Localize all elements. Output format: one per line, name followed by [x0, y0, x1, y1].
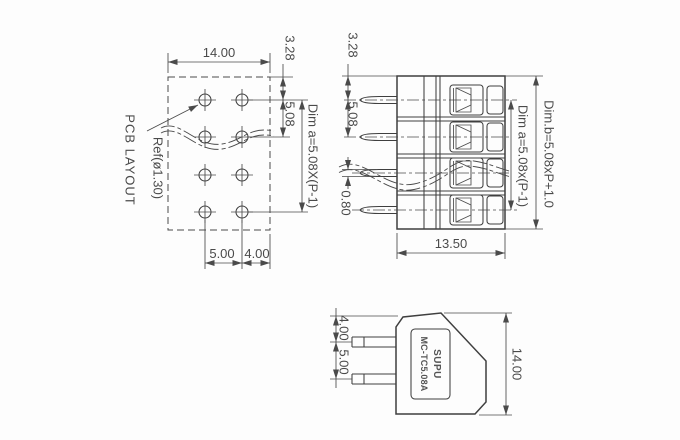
dim-pcb-right: 3.28 5.08 Dim a=5.08X(P-1) [248, 35, 321, 213]
front-view: 3.28 5.08 0.80 13.50 Dim a=5.08x(P-1) Di… [339, 32, 557, 259]
dim-pcb-bottom: 5.00 4.00 [204, 220, 271, 269]
dim-front-right: Dim a=5.08x(P-1) Dim.b=5.08xP+1.0 [505, 75, 557, 230]
pcb-break-line [160, 125, 275, 150]
front-body-outline [396, 75, 506, 230]
brand-label: SUPU [431, 349, 442, 379]
pcb-holes [193, 88, 254, 224]
dim-front-left: 3.28 5.08 0.80 [339, 32, 397, 216]
pcb-layout-label: PCB LAYOUT [123, 114, 138, 205]
dim-side-pin-offset-label: 4.00 [337, 315, 352, 340]
dim-front-formula-a-label: Dim a=5.08x(P-1) [516, 105, 531, 207]
dim-side-pin-spacing-label: 5.00 [337, 349, 352, 374]
dim-pcb-width-label: 14.00 [203, 45, 236, 60]
dim-pcb-col-label: 5.00 [209, 246, 234, 261]
ref-leader-arrow [146, 104, 199, 132]
dim-side-height: 14.00 [444, 312, 525, 416]
dim-pcb-width: 14.00 [167, 45, 271, 73]
dim-side-left: 4.00 5.00 [330, 308, 398, 388]
side-pins [351, 336, 396, 385]
dim-front-depth: 13.50 [396, 233, 506, 259]
pcb-outline [167, 76, 271, 231]
dim-front-depth-label: 13.50 [435, 236, 468, 251]
dim-pcb-edge-label: 4.00 [244, 246, 269, 261]
side-view: SUPU MC-TC5.08A 4.00 5.00 14.00 [330, 308, 525, 416]
dim-front-pitch-label: 5.08 [346, 101, 361, 126]
ref-note-label: Ref(ø1.30) [151, 137, 166, 199]
brand-block: SUPU MC-TC5.08A [419, 336, 442, 391]
front-clamps [449, 84, 504, 226]
dim-side-height-label: 14.00 [510, 348, 525, 381]
front-centerlines [344, 99, 517, 211]
dim-front-formula-b-label: Dim.b=5.08xP+1.0 [542, 100, 557, 208]
brand-label-box [410, 328, 451, 400]
dim-front-top-label: 3.28 [346, 32, 361, 57]
front-pins [359, 95, 398, 215]
pcb-layout-view: 14.00 3.28 5.08 Dim a=5.08X(P-1) 5.00 4.… [123, 35, 321, 269]
dim-pcb-pitch-label: 5.08 [283, 101, 298, 126]
dim-front-pin-label: 0.80 [339, 190, 354, 215]
side-body-outline [395, 312, 487, 415]
model-label: MC-TC5.08A [419, 336, 429, 391]
dim-pcb-formula-a-label: Dim a=5.08X(P-1) [306, 104, 321, 208]
dim-pcb-top-label: 3.28 [283, 35, 298, 60]
